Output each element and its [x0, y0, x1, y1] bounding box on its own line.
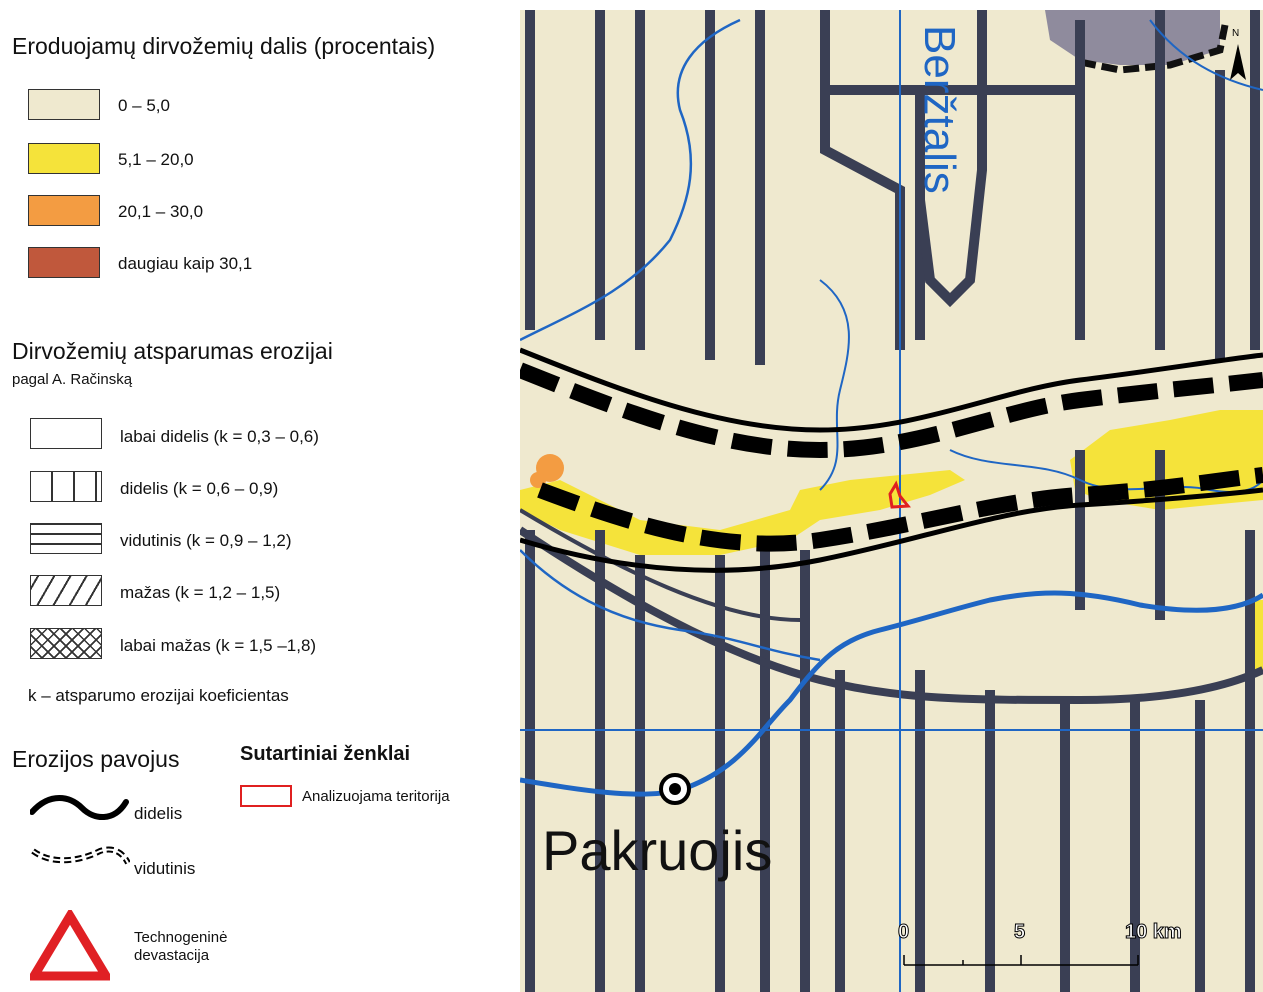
- legend-swatch-very-low: [30, 628, 102, 659]
- gray-area: [1045, 10, 1220, 65]
- district-boundaries: [525, 10, 1260, 992]
- analyzed-area-swatch: [240, 785, 292, 807]
- scale-bar: [903, 955, 1139, 966]
- legend-swatch-low: [30, 575, 102, 606]
- hazard-title: Erozijos pavojus: [12, 746, 180, 772]
- legend-swatch-over-30: [28, 247, 100, 278]
- legend-label-very-high: labai didelis (k = 0,3 – 0,6): [120, 427, 319, 446]
- legend-label-over-30: daugiau kaip 30,1: [118, 254, 253, 273]
- technogenic-label-2: devastacija: [134, 947, 210, 964]
- hazard-label-medium: vidutinis: [134, 859, 196, 878]
- resistance-subtitle: pagal A. Račinską: [12, 371, 133, 388]
- technogenic-label-1: Technogeninė: [134, 929, 228, 946]
- town-label: Pakruojis: [542, 819, 772, 882]
- legend-swatch-5-20: [28, 143, 100, 174]
- legend-swatch-very-high: [30, 418, 102, 449]
- legend-swatch-medium: [30, 523, 102, 554]
- legend-swatch-high: [30, 471, 102, 502]
- legend-swatch-20-30: [28, 195, 100, 226]
- river-label: Beržtalis: [915, 25, 964, 194]
- scale-label-0: 0: [898, 921, 909, 943]
- legend-label-medium: vidutinis (k = 0,9 – 1,2): [120, 531, 292, 550]
- erosion-map: Beržtalis Pakruojis N 0 5 10 km: [520, 10, 1263, 992]
- legend-label-very-low: labai mažas (k = 1,5 –1,8): [120, 636, 317, 655]
- solid-wavy-line-icon: [30, 795, 129, 820]
- hazard-line-medium-north: [520, 362, 1263, 459]
- scale-label-10km: 10 km: [1125, 921, 1182, 943]
- resistance-title: Dirvožemių atsparumas erozijai: [12, 338, 333, 364]
- legend-label-0-5: 0 – 5,0: [118, 96, 170, 115]
- conventional-signs-title: Sutartiniai ženklai: [240, 743, 411, 765]
- orange-zone-small: [530, 472, 546, 488]
- legend-label-high: didelis (k = 0,6 – 0,9): [120, 479, 279, 498]
- legend-label-5-20: 5,1 – 20,0: [118, 150, 194, 169]
- legend-label-20-30: 20,1 – 30,0: [118, 202, 204, 221]
- hazard-line-high-north: [520, 347, 1263, 433]
- map-legend: Eroduojamų dirvožemių dalis (procentais)…: [0, 0, 520, 992]
- north-label: N: [1232, 28, 1239, 39]
- analyzed-area-label: Analizuojama teritorija: [302, 788, 450, 805]
- dashed-wavy-line-icon: [31, 846, 130, 865]
- legend-label-low: mažas (k = 1,2 – 1,5): [120, 583, 281, 602]
- coefficient-note: k – atsparumo erozijai koeficientas: [28, 686, 289, 705]
- hazard-line-high-south: [520, 487, 1263, 573]
- scale-label-5: 5: [1014, 921, 1025, 943]
- hazard-label-high: didelis: [134, 804, 183, 823]
- legend-swatch-0-5: [28, 89, 100, 120]
- yellow-zone-band: [520, 470, 965, 555]
- boundary-south: [520, 526, 1263, 705]
- erosion-share-title: Eroduojamų dirvožemių dalis (procentais): [12, 33, 436, 59]
- north-arrow-icon: [1230, 44, 1246, 80]
- road-southwest: [520, 508, 801, 622]
- warning-triangle-icon: [30, 910, 110, 981]
- gray-area-boundary: [1079, 24, 1229, 74]
- hazard-line-medium-south: [537, 467, 1263, 552]
- analyzed-area-marker: [888, 480, 911, 509]
